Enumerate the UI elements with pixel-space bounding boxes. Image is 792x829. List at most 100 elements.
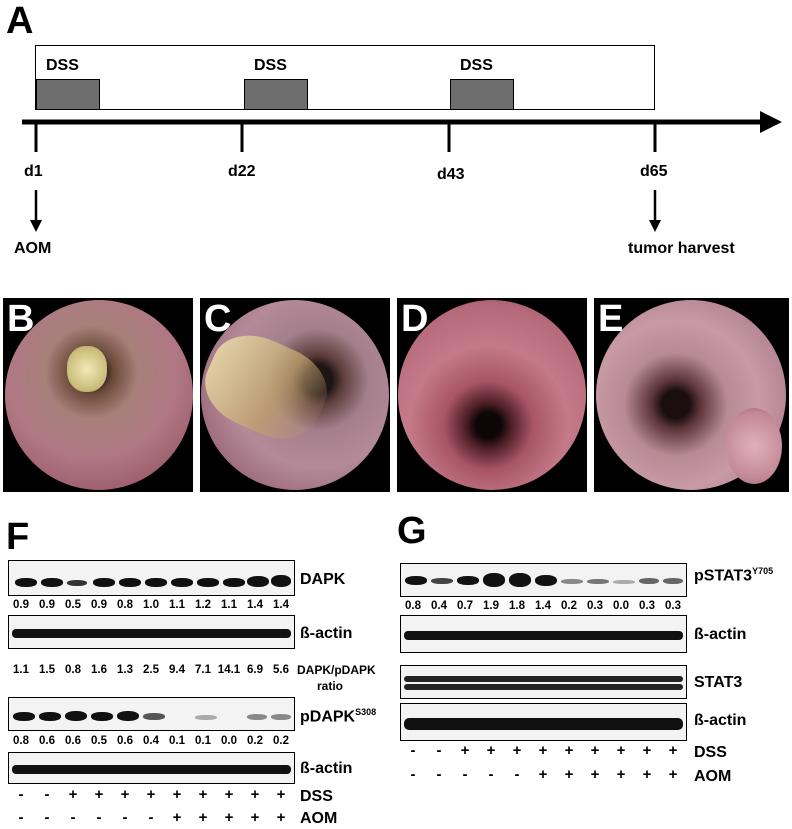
dss-sign: +	[538, 742, 548, 759]
panel-a-letter: A	[6, 0, 34, 42]
ratio-label-line2: ratio	[317, 679, 344, 693]
pstat3-value: 0.2	[561, 600, 577, 612]
pstat3-value: 0.3	[639, 600, 655, 612]
dapk-value: 1.0	[143, 599, 159, 611]
aom-label-f: AOM	[300, 810, 338, 827]
pstat3-value: 0.0	[613, 600, 629, 612]
dss-sign: +	[224, 786, 234, 803]
actin-blot-f2	[8, 752, 295, 784]
actin-blot-g2	[400, 703, 687, 741]
timeline-schedule-box	[35, 45, 655, 110]
aom-sign: -	[462, 766, 468, 783]
dss-sign: -	[436, 742, 442, 759]
tumor-harvest-label: tumor harvest	[628, 240, 735, 257]
aom-sign: -	[148, 809, 154, 826]
pstat3-value: 1.8	[509, 600, 525, 612]
dapk-value: 1.4	[247, 599, 263, 611]
actin-label-g2: ß-actin	[694, 712, 747, 729]
dss-signs-g: - - + + + + + + + + +	[400, 742, 686, 759]
dss-sign: +	[564, 742, 574, 759]
pstat3-value: 0.4	[431, 600, 447, 612]
endoscopy-image-b: B	[3, 298, 193, 492]
aom-sign: +	[276, 809, 286, 826]
ratio-value: 0.8	[65, 664, 81, 676]
ratio-value: 9.4	[169, 664, 185, 676]
day-1-label: d1	[24, 163, 43, 180]
timeline-axis	[22, 111, 782, 232]
dss-sign: +	[616, 742, 626, 759]
pstat3-blot	[400, 563, 687, 597]
dapk-label: DAPK	[300, 571, 346, 588]
aom-sign: -	[44, 809, 50, 826]
pdapk-value: 0.0	[221, 735, 237, 747]
panel-f-letter: F	[6, 516, 30, 558]
dss-period-3	[450, 79, 514, 110]
aom-label-g: AOM	[694, 768, 732, 785]
ratio-value: 1.1	[13, 664, 29, 676]
dss-label-3: DSS	[460, 57, 493, 74]
endoscopy-image-c: C	[200, 298, 390, 492]
pstat3-values: 0.8 0.4 0.7 1.9 1.8 1.4 0.2 0.3 0.0 0.3 …	[400, 600, 686, 612]
dss-label-g: DSS	[694, 744, 727, 761]
pstat3-value: 0.7	[457, 600, 473, 612]
dss-sign: +	[250, 786, 260, 803]
dapk-value: 1.1	[169, 599, 185, 611]
aom-sign: -	[18, 809, 24, 826]
panel-g-letter: G	[397, 510, 427, 552]
aom-sign: +	[250, 809, 260, 826]
ratio-label-line1: DAPK/pDAPK	[297, 663, 376, 677]
ratio-value: 2.5	[143, 664, 159, 676]
dss-sign: +	[486, 742, 496, 759]
dss-period-2	[244, 79, 308, 110]
dapk-value: 1.2	[195, 599, 211, 611]
pdapk-values: 0.8 0.6 0.6 0.5 0.6 0.4 0.1 0.1 0.0 0.2 …	[8, 735, 294, 747]
actin-blot-f1	[8, 615, 295, 649]
aom-sign: -	[488, 766, 494, 783]
aom-sign: +	[172, 809, 182, 826]
pstat3-label: pSTAT3Y705	[694, 566, 774, 585]
ratio-value: 1.3	[117, 664, 133, 676]
day-22-label: d22	[228, 163, 256, 180]
day-65-label: d65	[640, 163, 668, 180]
aom-sign: -	[410, 766, 416, 783]
dapk-value: 0.8	[117, 599, 133, 611]
dss-period-1	[36, 79, 100, 110]
aom-sign: +	[616, 766, 626, 783]
dss-sign: +	[460, 742, 470, 759]
pstat3-value: 1.4	[535, 600, 551, 612]
dapk-values: 0.9 0.9 0.5 0.9 0.8 1.0 1.1 1.2 1.1 1.4 …	[8, 599, 294, 611]
pstat3-value: 0.8	[405, 600, 421, 612]
panel-b-letter: B	[7, 298, 35, 340]
pdapk-value: 0.2	[247, 735, 263, 747]
pdapk-value: 0.2	[273, 735, 289, 747]
aom-sign: +	[538, 766, 548, 783]
dapk-value: 0.5	[65, 599, 81, 611]
dapk-value: 1.1	[221, 599, 237, 611]
dss-sign: -	[410, 742, 416, 759]
dss-label-f: DSS	[300, 788, 333, 805]
aom-sign: -	[70, 809, 76, 826]
actin-label-g1: ß-actin	[694, 626, 747, 643]
endoscopy-image-e: E	[594, 298, 789, 492]
actin-blot-g1	[400, 615, 687, 653]
aom-sign: -	[514, 766, 520, 783]
aom-signs-g: - - - - - + + + + + +	[400, 766, 686, 783]
pdapk-label: pDAPKS308	[300, 707, 377, 726]
dss-sign: +	[198, 786, 208, 803]
ratio-value: 1.5	[39, 664, 55, 676]
dapk-value: 0.9	[39, 599, 55, 611]
dapk-value: 0.9	[13, 599, 29, 611]
aom-sign: +	[642, 766, 652, 783]
pdapk-value: 0.1	[169, 735, 185, 747]
ratio-value: 6.9	[247, 664, 263, 676]
dss-sign: +	[668, 742, 678, 759]
pdapk-value: 0.6	[117, 735, 133, 747]
aom-sign: -	[436, 766, 442, 783]
stat3-label: STAT3	[694, 674, 743, 691]
actin-label-f1: ß-actin	[300, 625, 353, 642]
panel-e-letter: E	[598, 298, 624, 340]
dapk-value: 0.9	[91, 599, 107, 611]
aom-sign: +	[668, 766, 678, 783]
dss-signs-f: - - + + + + + + + + +	[8, 786, 294, 803]
dss-sign: +	[512, 742, 522, 759]
